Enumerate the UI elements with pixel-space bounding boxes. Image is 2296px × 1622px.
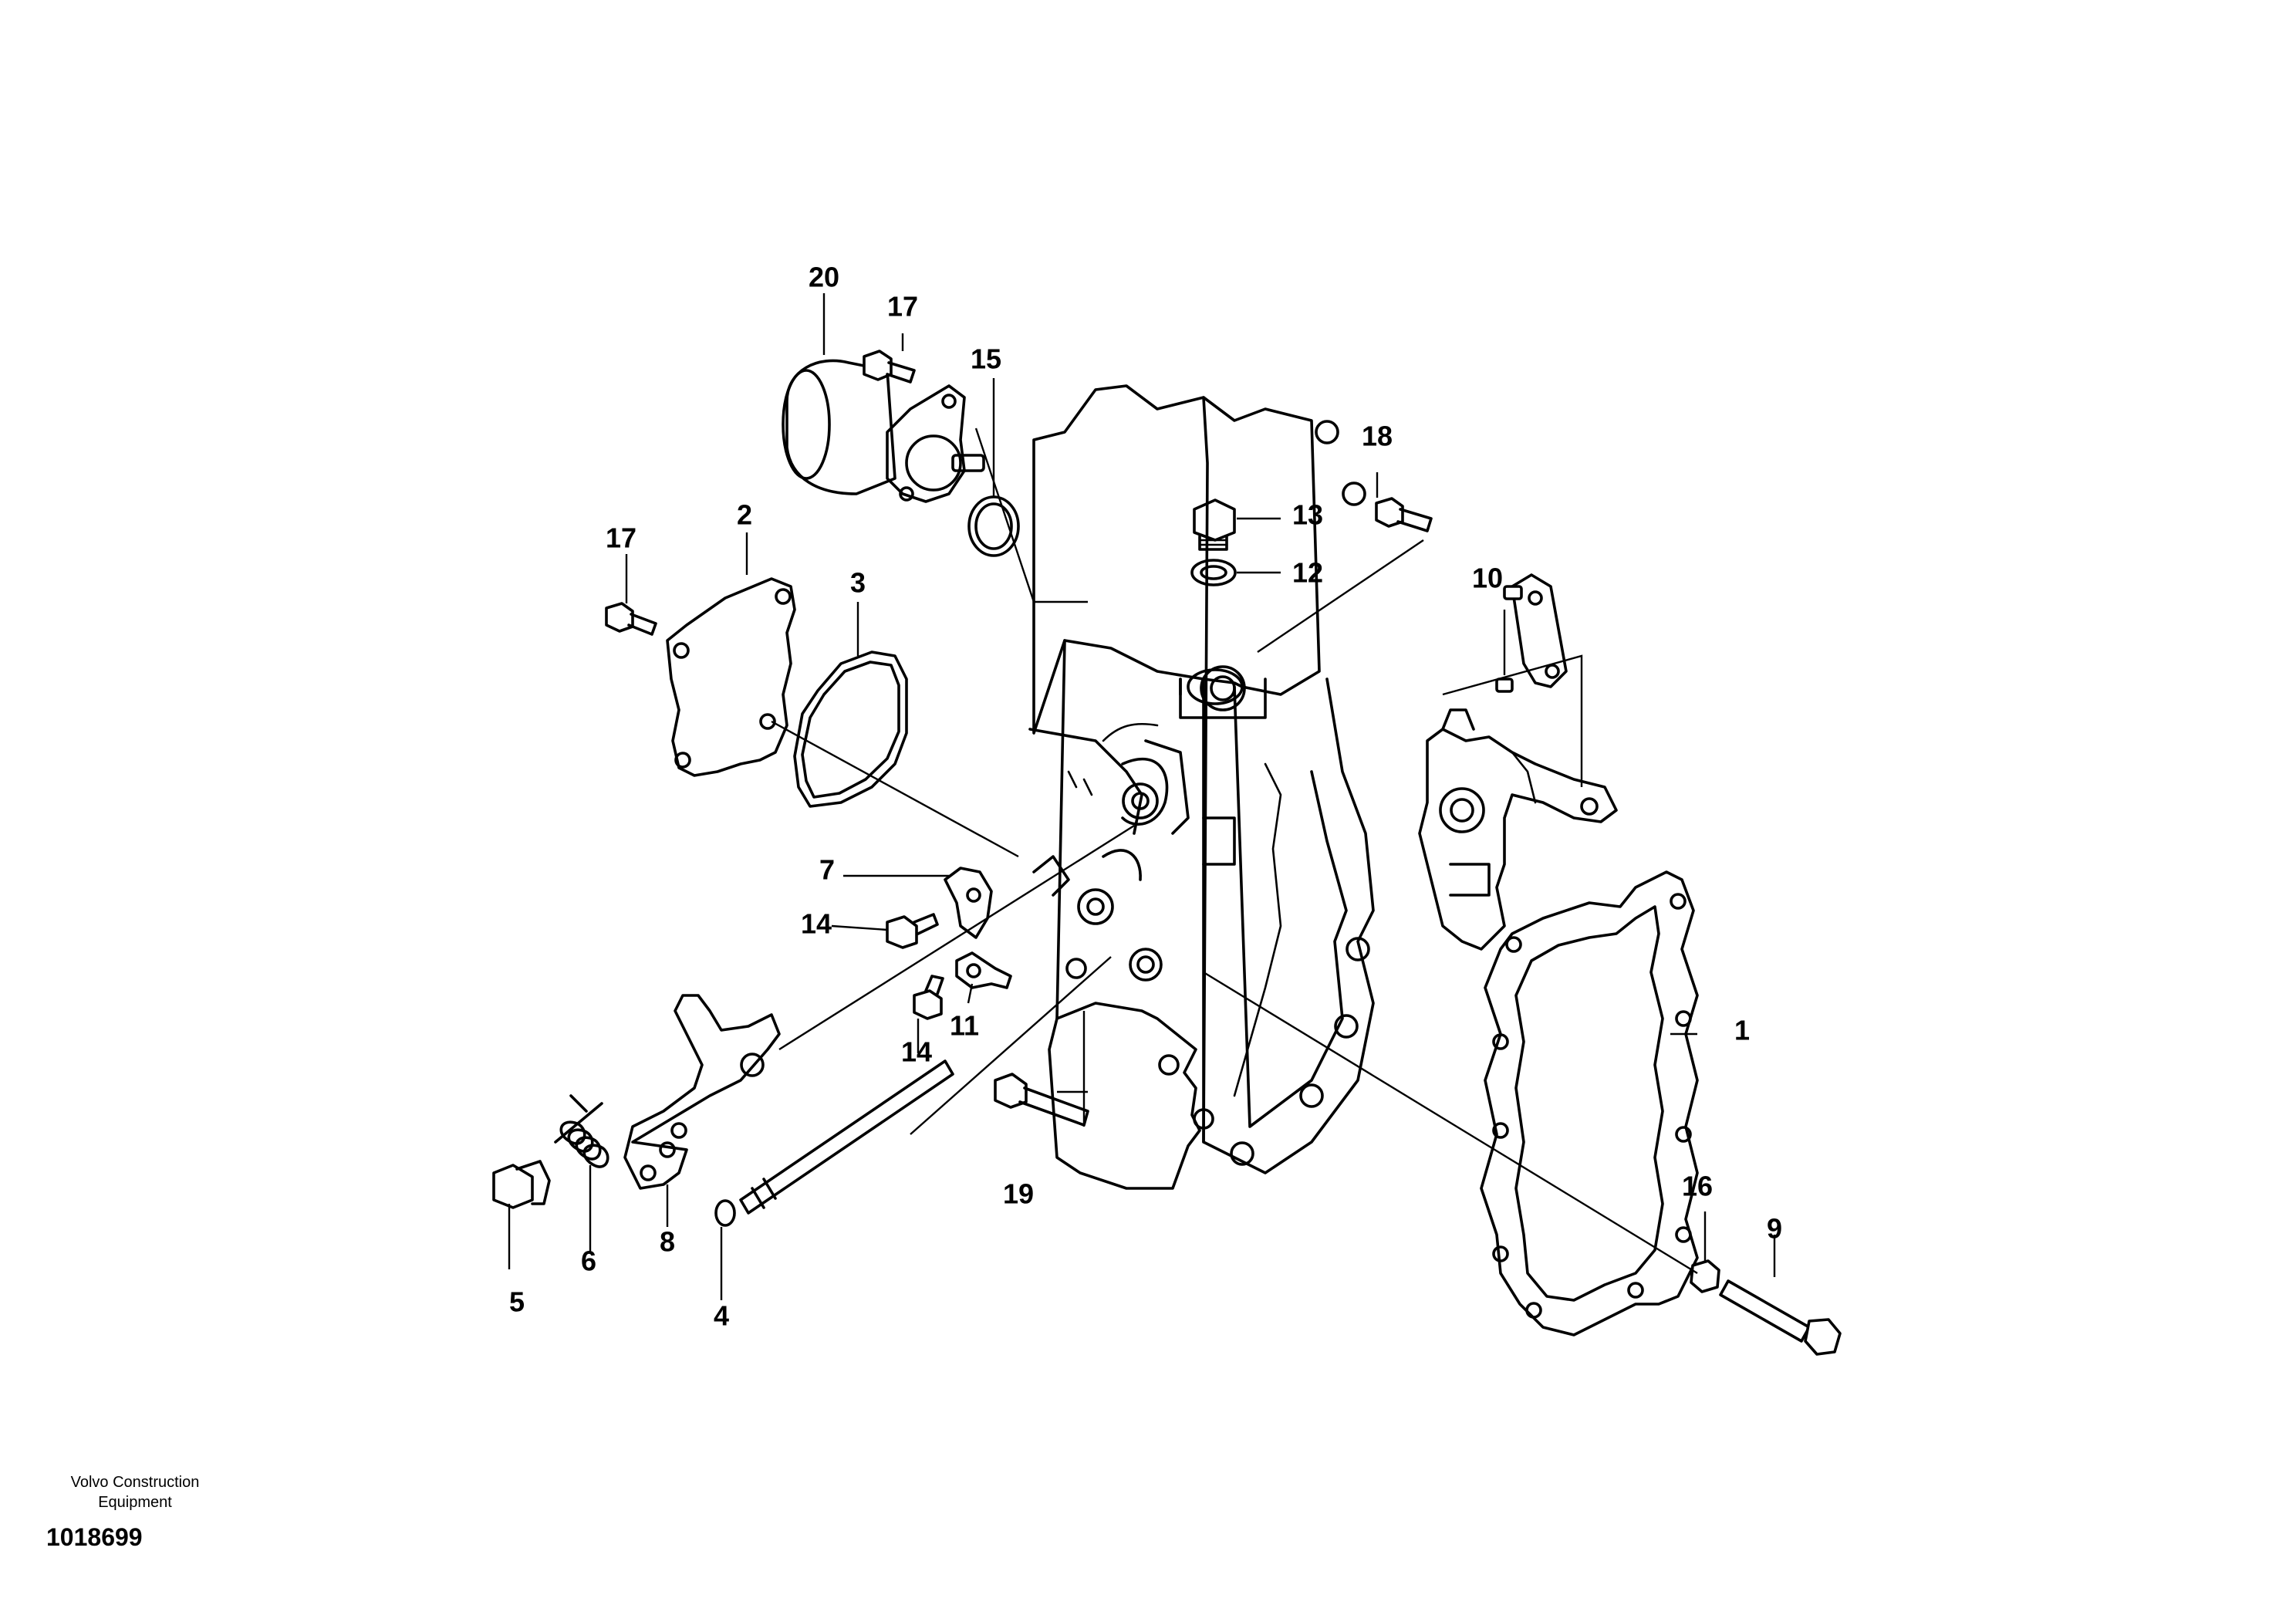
callout-14-upper: 14 — [801, 908, 832, 940]
seal-3 — [793, 650, 908, 808]
gasket-1 — [1480, 870, 1699, 1336]
callout-17-left: 17 — [606, 522, 636, 554]
callout-16: 15 — [971, 343, 1001, 375]
bolt-9 — [1719, 1279, 1842, 1356]
spring-6 — [554, 1094, 609, 1168]
company-line-1: Volvo Construction — [70, 1474, 200, 1491]
cover-plate-2 — [666, 577, 796, 777]
nut-15 — [1690, 1259, 1720, 1293]
clip-11 — [955, 951, 1012, 989]
callout-4: 4 — [714, 1300, 729, 1332]
callout-10: 10 — [1472, 563, 1503, 594]
callout-2: 2 — [737, 499, 752, 531]
plug-5 — [492, 1160, 551, 1209]
callout-3: 3 — [850, 567, 866, 599]
solenoid-20 — [782, 359, 985, 503]
callout-13: 13 — [1292, 499, 1323, 531]
callout-8: 8 — [660, 1226, 675, 1258]
bolt-17-left — [605, 602, 657, 636]
washer-12 — [1190, 559, 1237, 586]
footer: Volvo Construction Equipment 1018699 — [46, 1472, 224, 1552]
shaft-4 — [714, 1059, 954, 1227]
bolt-18 — [1375, 497, 1433, 532]
bolt-14-lower — [913, 975, 944, 1020]
callout-11: 11 — [950, 1010, 979, 1042]
lever-assembly — [1418, 708, 1618, 951]
callout-7: 7 — [819, 854, 835, 886]
callout-6: 6 — [581, 1245, 596, 1277]
callout-12: 12 — [1292, 557, 1323, 589]
callout-20: 20 — [809, 262, 839, 293]
document-number: 1018699 — [46, 1523, 143, 1551]
callout-17-top: 17 — [887, 291, 918, 323]
callout-5: 5 — [509, 1286, 525, 1318]
leader-lines — [508, 293, 1776, 1300]
plug-13 — [1193, 498, 1236, 551]
clip-7 — [944, 867, 993, 939]
company-line-2: Equipment — [98, 1494, 172, 1511]
callout-14-lower: 14 — [901, 1036, 932, 1068]
company-name: Volvo Construction Equipment — [46, 1472, 224, 1512]
callout-9: 9 — [1767, 1213, 1782, 1245]
bolt-19 — [994, 1073, 1089, 1127]
bolt-14-upper — [886, 913, 939, 949]
governor-housing — [1028, 384, 1375, 1190]
bolt-17-top — [863, 350, 916, 384]
callout-15: 16 — [1682, 1171, 1713, 1202]
lever-plate-8 — [623, 994, 781, 1190]
callout-19: 19 — [1003, 1178, 1034, 1210]
callout-18: 18 — [1362, 421, 1393, 452]
callouts: 20 17 15 18 13 12 17 2 3 10 7 14 11 14 1… — [509, 262, 1782, 1332]
o-ring-16 — [967, 495, 1020, 557]
bracket-10 — [1495, 573, 1568, 693]
callout-1: 1 — [1734, 1015, 1750, 1046]
